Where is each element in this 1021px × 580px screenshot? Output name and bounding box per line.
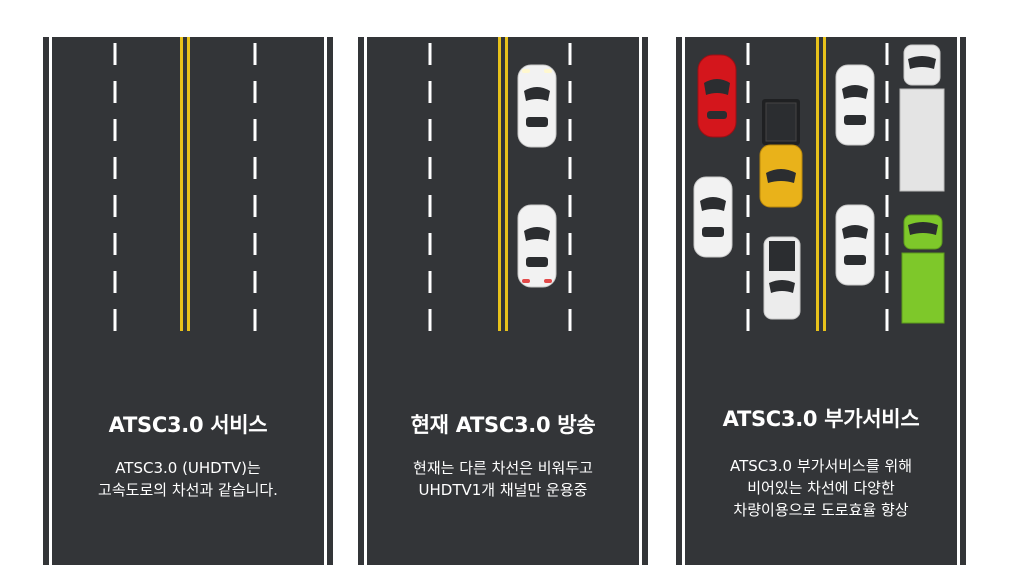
yellow-truck-icon [759,99,803,208]
road-illustration-single-lane [364,37,642,565]
road-illustration-empty [49,37,327,565]
panel-description: ATSC3.0 부가서비스를 위해 비어있는 차선에 다양한 차량이용으로 도로… [676,455,966,521]
panel-additional-services: ATSC3.0 부가서비스 ATSC3.0 부가서비스를 위해 비어있는 차선에… [676,37,966,565]
white-car-icon [835,64,875,146]
red-car-icon [697,54,737,138]
panel-current-broadcast: 현재 ATSC3.0 방송 현재는 다른 차선은 비워두고 UHDTV1개 채널… [358,37,648,565]
pickup-truck-icon [763,236,801,320]
panel-description: 현재는 다른 차선은 비워두고 UHDTV1개 채널만 운용중 [358,457,648,501]
description-line: UHDTV1개 채널만 운용중 [418,481,588,499]
panel-title: ATSC3.0 서비스 [108,413,268,437]
panel-atsc-service: ATSC3.0 서비스 ATSC3.0 (UHDTV)는 고속도로의 차선과 같… [43,37,333,565]
white-car-icon [517,64,557,148]
description-line: 현재는 다른 차선은 비워두고 [413,459,593,477]
description-line: ATSC3.0 부가서비스를 위해 [729,457,913,475]
description-line: 차량이용으로 도로효율 향상 [733,501,909,519]
white-truck-icon [899,44,945,192]
white-car-icon [835,204,875,286]
white-car-icon [693,176,733,258]
description-line: 고속도로의 차선과 같습니다. [98,481,278,499]
description-line: ATSC3.0 (UHDTV)는 [115,459,261,477]
description-line: 비어있는 차선에 다양한 [747,479,895,497]
panel-description: ATSC3.0 (UHDTV)는 고속도로의 차선과 같습니다. [43,457,333,501]
green-truck-icon [901,214,945,324]
road-illustration-full [682,37,960,565]
panel-title: ATSC3.0 부가서비스 [722,407,920,431]
panel-title: 현재 ATSC3.0 방송 [410,413,596,437]
white-car-icon [517,204,557,288]
